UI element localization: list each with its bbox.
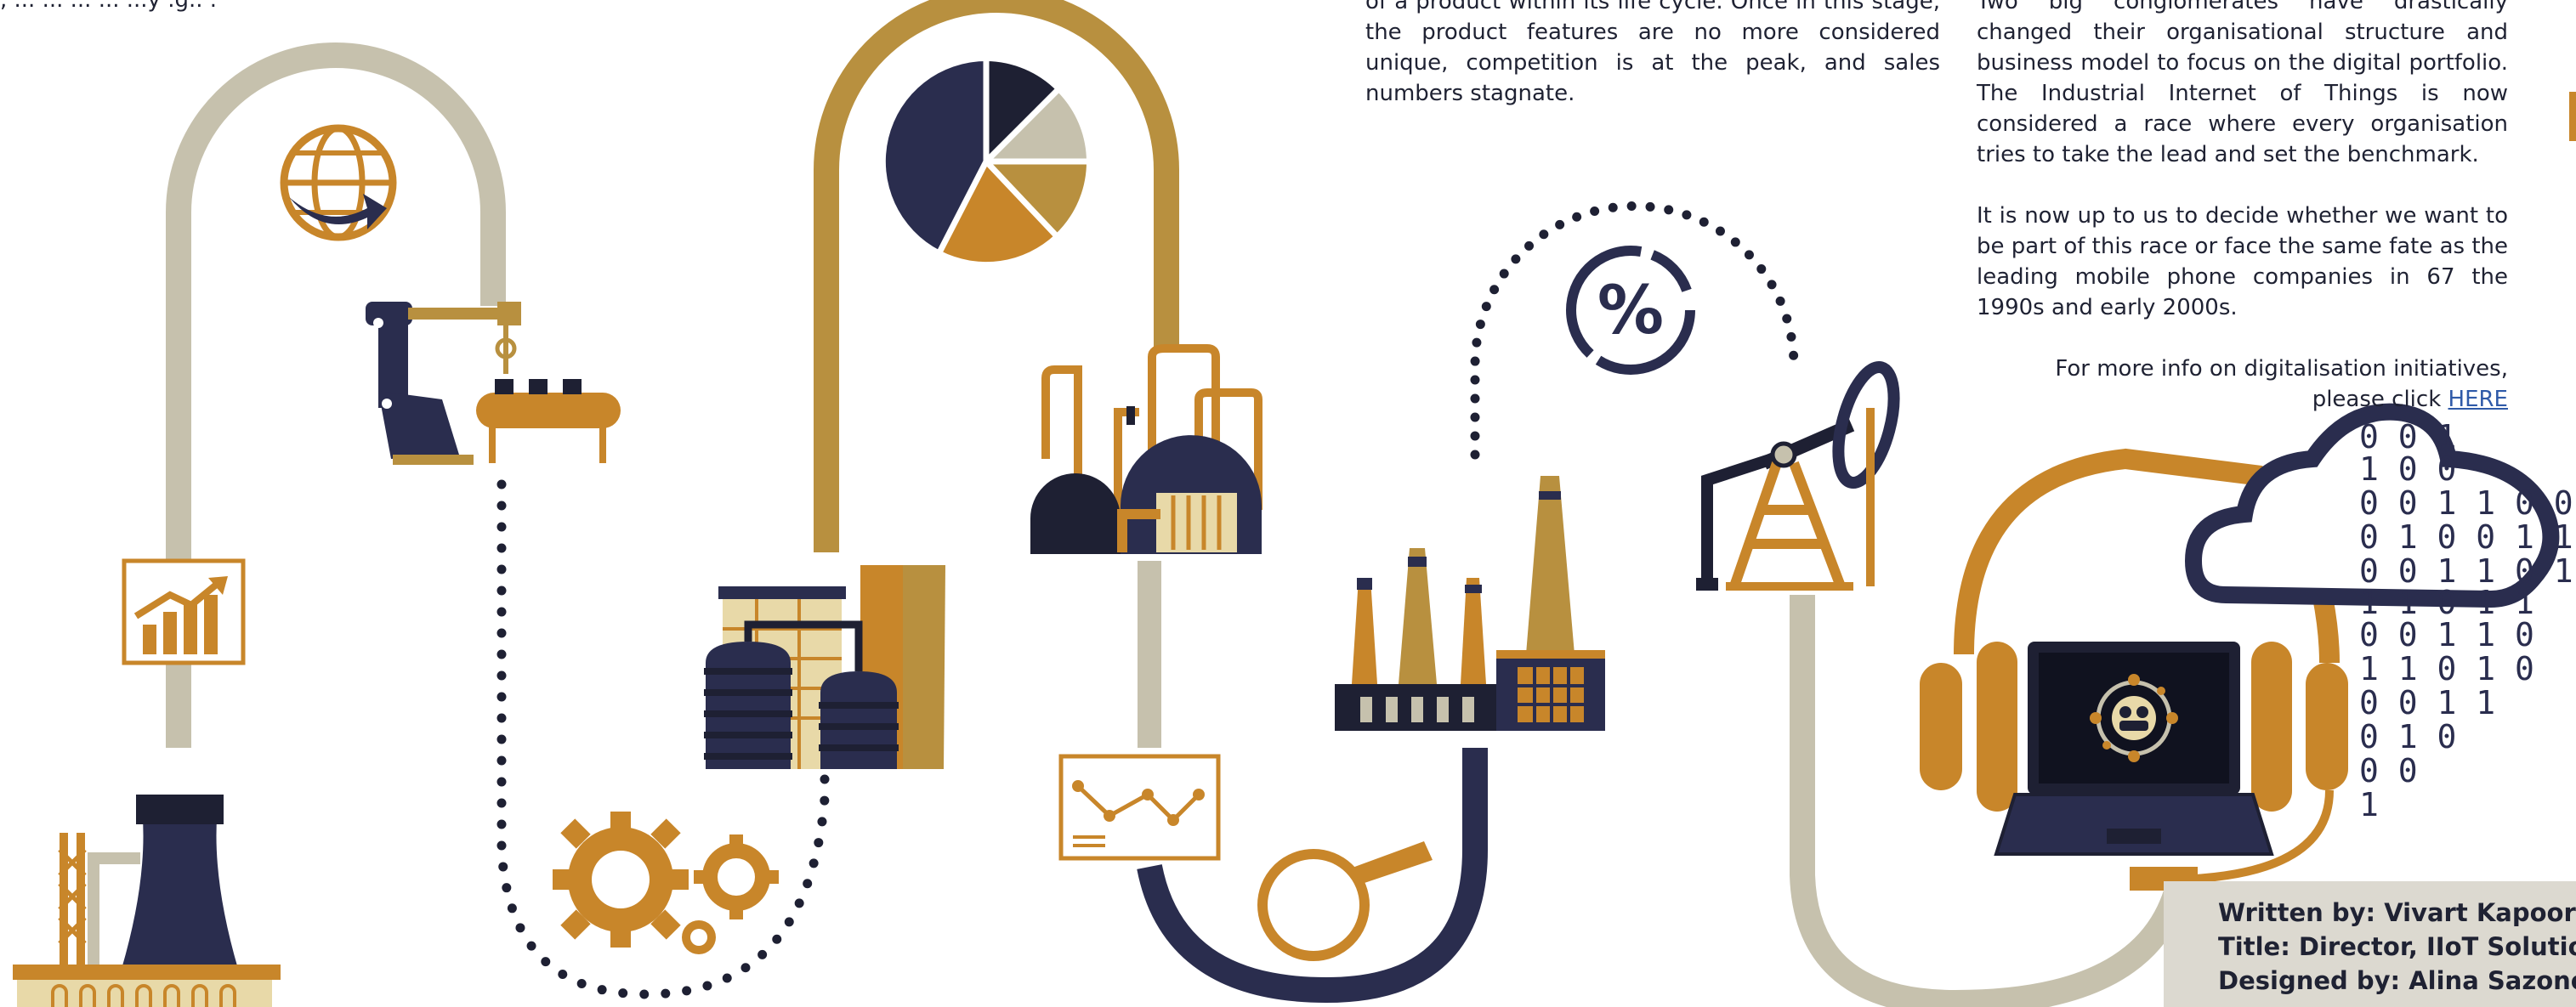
line-chart-board-icon bbox=[1058, 754, 1221, 861]
svg-text:%: % bbox=[1597, 273, 1664, 349]
svg-text:0 0 1 1 0 1: 0 0 1 1 0 1 bbox=[2359, 552, 2573, 590]
more-info-line: For more info on digitalisation initiati… bbox=[1977, 354, 2508, 415]
path-dotted-left bbox=[496, 479, 830, 999]
percent-badge-icon: % bbox=[1566, 246, 1695, 375]
svg-text:0 1 0 0 1 1: 0 1 0 0 1 1 bbox=[2359, 518, 2573, 556]
path-dotted-arc bbox=[1470, 201, 1799, 460]
svg-text:1 1 0 1 0: 1 1 0 1 0 bbox=[2359, 650, 2534, 687]
magnifier-icon bbox=[1257, 841, 1433, 961]
svg-text:0 0: 0 0 bbox=[2359, 752, 2418, 789]
chemical-plant-icon bbox=[1029, 344, 1263, 561]
here-link[interactable]: HERE bbox=[2448, 387, 2508, 412]
oil-pump-icon bbox=[1696, 360, 1900, 591]
path-navy-u bbox=[1137, 748, 1488, 1004]
factory-icon bbox=[1335, 476, 1605, 731]
article-column-middle: of a product within its life cycle. Once… bbox=[1365, 0, 1940, 109]
credit-title: Title: Director, IIoT Solutions bbox=[2218, 932, 2576, 961]
svg-text:1 1 0 1 1: 1 1 0 1 1 bbox=[2359, 584, 2534, 621]
credit-author: Written by: Vivart Kapoor bbox=[2218, 898, 2576, 927]
top-left-text-fragment: , ... ... ... ... ...y .g.. . bbox=[0, 0, 218, 13]
credits-box: Written by: Vivart Kapoor Title: Directo… bbox=[2164, 881, 2576, 1007]
credit-designer: Designed by: Alina Sazonova bbox=[2218, 966, 2576, 995]
paragraph-conglomerates: Two big conglomerates have drastically c… bbox=[1977, 0, 2508, 167]
cloud-binary-icon: 0 0 1 1 0 0 0 0 1 1 0 0 0 1 0 0 1 1 0 0 … bbox=[2184, 403, 2573, 823]
path-gold-arch bbox=[814, 0, 1179, 552]
svg-text:1: 1 bbox=[2359, 786, 2379, 823]
svg-text:0 0 1 1 0: 0 0 1 1 0 bbox=[2359, 616, 2534, 653]
pie-chart-icon bbox=[885, 58, 1090, 263]
growth-chart-icon bbox=[122, 558, 246, 665]
svg-text:0 0 1 1 0 0: 0 0 1 1 0 0 bbox=[2359, 484, 2573, 522]
middle-paragraph: of a product within its life cycle. Once… bbox=[1365, 0, 1940, 106]
robot-arm-icon bbox=[366, 302, 621, 465]
svg-text:0 0 1 1: 0 0 1 1 bbox=[2359, 684, 2495, 721]
path-tan-left bbox=[166, 42, 506, 748]
cooling-tower-icon bbox=[13, 795, 281, 1007]
svg-text:0 1 0: 0 1 0 bbox=[2359, 718, 2456, 755]
more-info-text: For more info on digitalisation initiati… bbox=[2055, 356, 2508, 412]
page-edge-tab bbox=[2569, 92, 2576, 141]
gears-icon bbox=[553, 812, 779, 954]
svg-text:0 0 1: 0 0 1 bbox=[2359, 418, 2456, 455]
headset-laptop-icon bbox=[1920, 448, 2348, 891]
paragraph-race: It is now up to us to decide whether we … bbox=[1977, 203, 2509, 320]
refinery-icon bbox=[704, 565, 945, 769]
article-column-right: Two big conglomerates have drastically c… bbox=[1977, 0, 2508, 415]
globe-icon bbox=[280, 124, 397, 241]
svg-text:1 0 0: 1 0 0 bbox=[2359, 450, 2456, 488]
path-tan-right bbox=[1790, 595, 2189, 1007]
